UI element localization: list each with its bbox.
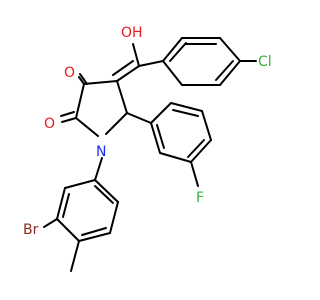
bond — [150, 122, 161, 154]
bond — [94, 157, 103, 181]
bond — [215, 60, 234, 81]
bond — [116, 65, 140, 82]
bond — [150, 102, 172, 124]
bond — [156, 124, 165, 149]
bond — [201, 110, 212, 141]
bond — [75, 117, 99, 137]
bond — [79, 73, 88, 85]
fluorophenyl-ring — [150, 102, 212, 163]
bond — [61, 117, 77, 123]
bond — [172, 109, 199, 117]
fluorine-label: F — [196, 190, 204, 206]
bond — [62, 193, 70, 218]
molecule-structure: OH O O N Cl F Br — [23, 25, 272, 272]
bond — [159, 152, 192, 163]
molecule-canvas: OH O O N Cl F Br — [23, 25, 272, 272]
bond — [56, 187, 66, 220]
lactam-oxygen-label: O — [44, 116, 55, 132]
bond — [83, 80, 118, 85]
bond — [162, 37, 183, 62]
bond — [190, 139, 212, 163]
bromine-label: Br — [23, 222, 39, 238]
bond-to-fluorine — [190, 161, 199, 187]
bond-to-methyl — [70, 240, 80, 272]
bond — [64, 179, 96, 189]
bromomethylphenyl-ring — [56, 179, 119, 242]
pyrrolidine-ring — [75, 80, 128, 137]
bond — [78, 76, 85, 85]
bond — [116, 80, 128, 114]
bond-to-bromine — [43, 218, 58, 228]
bond — [170, 102, 203, 112]
bond-to-hydroxyl — [132, 43, 140, 67]
bond — [219, 60, 241, 86]
bond — [187, 139, 205, 158]
nitrogen-label: N — [96, 144, 106, 160]
bond — [169, 42, 187, 62]
bond — [126, 112, 152, 124]
bond — [162, 60, 183, 86]
bond — [219, 37, 241, 62]
bond — [94, 185, 114, 204]
bond — [109, 201, 119, 234]
bond — [78, 232, 111, 242]
bond — [60, 111, 75, 117]
bond — [138, 60, 164, 67]
chlorine-label: Cl — [258, 54, 272, 70]
bond — [112, 60, 134, 76]
bond — [105, 112, 128, 135]
bond — [75, 83, 85, 119]
bond — [56, 218, 80, 242]
bond — [94, 179, 119, 203]
ketone-oxygen-label: O — [64, 65, 75, 81]
hydroxyl-label: OH — [121, 25, 143, 41]
bond — [81, 227, 107, 236]
chlorophenyl-ring — [162, 37, 241, 86]
